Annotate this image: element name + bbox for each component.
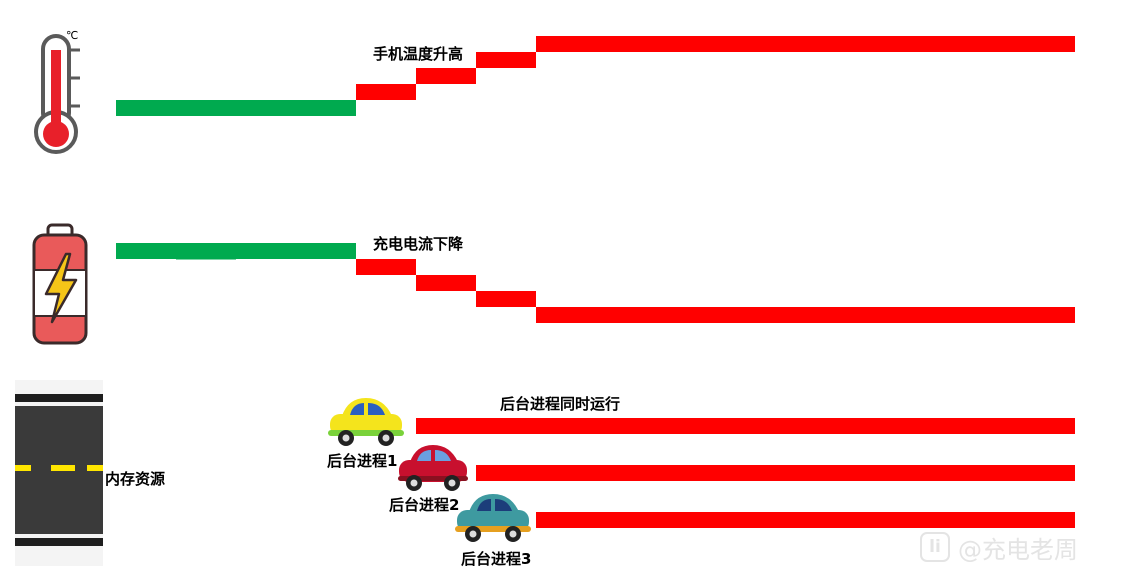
current-low-bar [536,307,1075,323]
process-3-bar [536,512,1075,528]
watermark-text: @充电老周 [958,535,1078,564]
thermometer-icon [34,34,80,154]
process-1-bar [416,418,1075,434]
current-drop-label: 充电电流下降 [373,235,464,253]
celsius-unit: ℃ [66,29,79,42]
watermark-logo: li [920,532,950,562]
process-3-label: 后台进程3 [461,550,532,568]
process-2-label: 后台进程2 [389,496,460,514]
process-2-bar [476,465,1075,481]
current-step-1 [356,259,416,275]
temperature-step-3 [476,52,536,68]
current-step-2 [416,275,476,291]
road-icon [15,380,103,566]
current-normal-shadow [176,259,236,260]
current-step-3 [476,291,536,307]
watermark: li @充电老周 [920,530,1078,564]
temperature-step-2 [416,68,476,84]
memory-resource-label: 内存资源 [105,470,166,488]
temperature-rise-label: 手机温度升高 [373,45,464,63]
current-normal-bar [116,243,356,259]
car-icon [398,445,468,491]
process-1-label: 后台进程1 [327,452,398,470]
temperature-normal-bar [116,100,356,116]
battery-icon [32,223,88,345]
car-icon [455,494,531,542]
concurrent-processes-label: 后台进程同时运行 [500,395,621,413]
temperature-high-bar [536,36,1075,52]
temperature-step-1 [356,84,416,100]
car-icon [328,398,404,446]
